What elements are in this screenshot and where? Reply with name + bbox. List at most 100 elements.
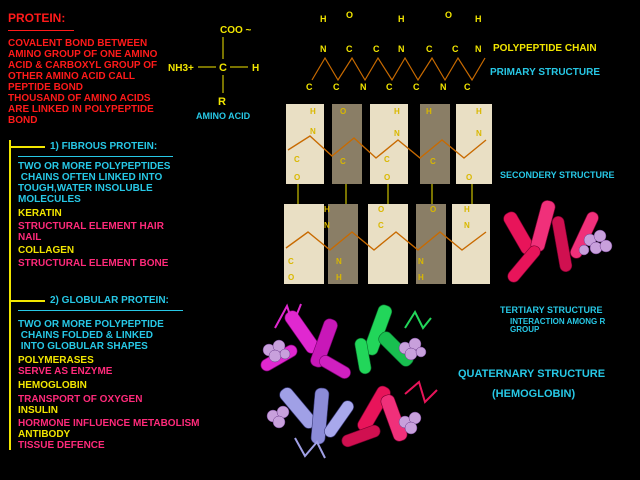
fibrous-underline (18, 156, 173, 157)
fibrous-desc-line: CHAINS OFTEN LINKED INTO (18, 172, 163, 183)
atom-n: N (394, 129, 400, 138)
sheet-panel (456, 104, 492, 184)
atom-n: N (398, 44, 405, 54)
atom-n: N (464, 221, 470, 230)
coil-loop (404, 309, 432, 330)
example-hemoglobin: HEMOGLOBIN (18, 380, 87, 391)
hydrogen-label: H (252, 63, 259, 74)
amino-group-label: NH3+ (168, 63, 194, 74)
intro-line: ACID & CARBOXYL GROUP OF (8, 60, 158, 71)
atom-h: H (426, 107, 432, 116)
intro-line: PEPTIDE BOND (8, 82, 84, 93)
quaternary-structure-label: QUATERNARY STRUCTURE (458, 368, 606, 380)
heme-atom (415, 346, 427, 358)
helix-cylinder (324, 400, 354, 438)
tertiary-note: INTERACTION AMONG R GROUP (510, 318, 605, 334)
heme-atom (272, 415, 286, 429)
globular-description: TWO OR MORE POLYPEPTIDE CHAINS FOLDED & … (18, 319, 164, 352)
atom-o: O (466, 173, 472, 182)
globular-underline (18, 310, 183, 311)
atom-c: C (288, 257, 294, 266)
atom-h: H (394, 107, 400, 116)
polymerases-role: SERVE AS ENZYME (18, 366, 113, 377)
atom-o: O (430, 205, 436, 214)
helix-cylinder (341, 424, 381, 448)
atom-c: C (430, 157, 436, 166)
collagen-role: STRUCTURAL ELEMENT BONE (18, 258, 169, 269)
alpha-carbon-label: C (219, 62, 227, 74)
atom-n: N (418, 257, 424, 266)
heme-atom (404, 421, 418, 435)
atom-c: C (464, 82, 471, 92)
atom-h: H (310, 107, 316, 116)
atom-c: C (294, 155, 300, 164)
protein-title: PROTEIN: (8, 11, 66, 25)
coil-loop (274, 303, 302, 329)
amino-acid-structure: COO ~ NH3+ C H R (168, 25, 259, 108)
sheet-panel (286, 104, 324, 184)
intro-line: AMINO GROUP OF ONE AMINO (8, 49, 158, 60)
globular-examples: POLYMERASES SERVE AS ENZYME HEMOGLOBIN T… (18, 355, 199, 451)
atom-n: N (324, 221, 330, 230)
sheet-backbone (285, 231, 487, 251)
atom-o: O (340, 107, 346, 116)
secondary-structure-label: SECONDERY STRUCTURE (500, 170, 615, 180)
atom-o: O (294, 173, 300, 182)
sheet-panel (284, 204, 324, 284)
sheet-panel (328, 204, 358, 284)
atom-h: H (324, 205, 330, 214)
heme-atom (268, 349, 282, 363)
quaternary-example-label: (HEMOGLOBIN) (492, 388, 576, 400)
hemoglobin-role: TRANSPORT OF OXYGEN (18, 394, 143, 405)
helix-cylinder (310, 318, 338, 368)
backbone-zigzag (311, 56, 486, 82)
atom-o: O (384, 173, 390, 182)
tertiary-note-line: GROUP (510, 325, 540, 334)
atom-c: C (413, 82, 420, 92)
atom-n: N (320, 44, 327, 54)
atom-o: O (378, 205, 384, 214)
tertiary-note-line: INTERACTION AMONG R (510, 317, 606, 326)
globular-heading: 2) GLOBULAR PROTEIN: (50, 295, 169, 306)
helix-cylinder (319, 355, 351, 379)
atom-c: C (306, 82, 313, 92)
atom-h: H (320, 14, 327, 24)
atom-n: N (336, 257, 342, 266)
atom-h: H (464, 205, 470, 214)
atom-c: C (426, 44, 433, 54)
atom-c: C (333, 82, 340, 92)
keratin-role-line: NAIL (18, 232, 42, 243)
sheet-panel (368, 204, 408, 284)
sheet-panel (416, 204, 446, 284)
heme-atom (599, 239, 613, 253)
atom-c: C (373, 44, 380, 54)
coil-loop (294, 437, 326, 459)
atom-c: C (384, 155, 390, 164)
insulin-role: HORMONE INFLUENCE METABOLISM (18, 418, 200, 429)
atom-h: H (475, 14, 482, 24)
atom-n: N (310, 127, 316, 136)
atom-o: O (346, 10, 353, 20)
intro-line: ARE LINKED IN POLYPEPTIDE (8, 104, 154, 115)
fibrous-description: TWO OR MORE POLYPEPTIDES CHAINS OFTEN LI… (18, 161, 170, 205)
carboxyl-group-label: COO ~ (220, 25, 252, 36)
atom-h: H (398, 14, 405, 24)
fibrous-heading: 1) FIBROUS PROTEIN: (50, 141, 158, 152)
intro-text: COVALENT BOND BETWEEN AMINO GROUP OF ONE… (8, 38, 157, 126)
coil-loop (404, 380, 438, 404)
intro-line: COVALENT BOND BETWEEN (8, 38, 148, 49)
atom-o: O (445, 10, 452, 20)
atom-n: N (440, 82, 447, 92)
helix-cylinder (551, 216, 573, 272)
atom-c: C (386, 82, 393, 92)
primary-chain-diagram: H N O C C H N C O C H N C C N C C N C (306, 10, 486, 92)
heme-atom (578, 244, 590, 256)
antibody-role: TISSUE DEFENCE (18, 440, 105, 451)
sheet-backbone (287, 135, 487, 159)
atom-h: H (476, 107, 482, 116)
globular-desc-line: INTO GLOBULAR SHAPES (18, 341, 148, 352)
atom-o: O (288, 273, 294, 282)
quaternary-structure-model (260, 303, 438, 459)
tree-branch-globular (9, 300, 45, 302)
intro-line: BOND (8, 115, 38, 126)
